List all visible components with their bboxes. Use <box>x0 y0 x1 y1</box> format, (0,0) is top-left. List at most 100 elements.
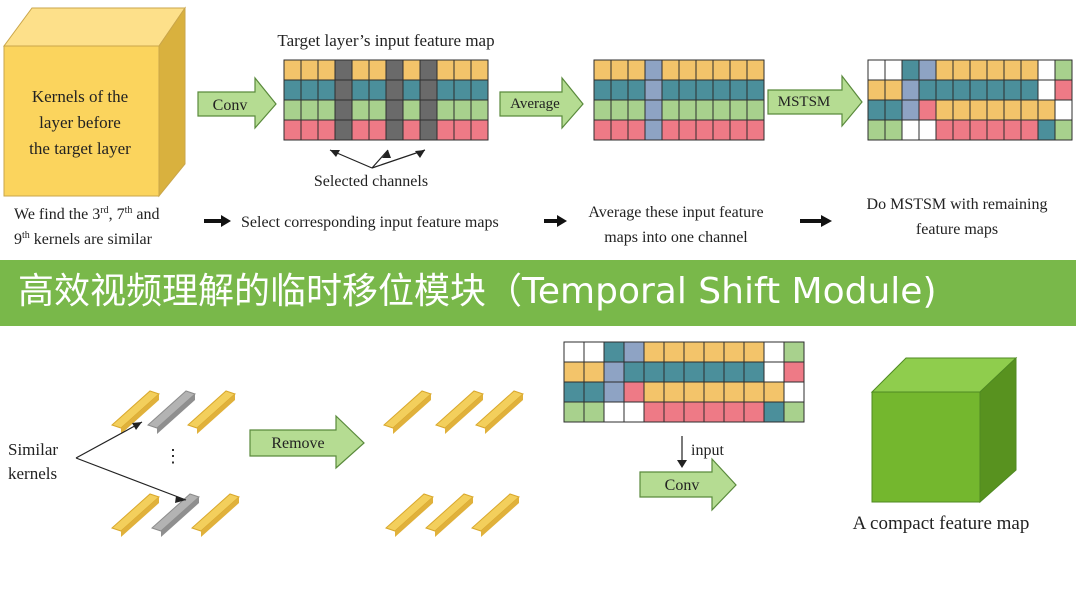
feature-cell <box>283 59 302 81</box>
feature-cell <box>678 99 697 121</box>
feature-cell <box>712 59 731 81</box>
feature-cell <box>334 79 353 101</box>
kernel-stick-side <box>395 497 433 537</box>
feature-cell <box>746 79 765 101</box>
feature-cell <box>470 59 489 81</box>
feature-cell <box>593 59 612 81</box>
feature-cell <box>703 361 725 383</box>
feature-cell <box>884 99 903 121</box>
feature-cell <box>1037 99 1056 121</box>
feature-cell <box>663 341 685 363</box>
kernel-stick-side <box>157 394 195 434</box>
feature-cell <box>783 341 805 363</box>
feature-cell <box>678 59 697 81</box>
feature-cell <box>763 381 785 403</box>
feature-cell <box>935 79 954 101</box>
feature-cell <box>723 341 745 363</box>
bottom-conv-arrow: Conv <box>639 457 737 512</box>
feature-cell <box>334 119 353 141</box>
feature-cell <box>661 59 680 81</box>
mstsm-arrow-shape <box>767 74 863 128</box>
feature-cell <box>986 79 1005 101</box>
feature-cell <box>918 59 937 81</box>
average-arrow: Average <box>499 76 584 130</box>
feature-cell <box>952 59 971 81</box>
title-banner: 高效视频理解的临时移位模块（Temporal Shift Module) <box>0 260 1076 326</box>
feature-cell <box>351 99 370 121</box>
feature-cell <box>712 99 731 121</box>
feature-cell <box>986 119 1005 141</box>
feature-cell <box>1020 99 1039 121</box>
feature-cell <box>935 99 954 121</box>
feature-cell <box>969 79 988 101</box>
feature-cell <box>583 401 605 423</box>
kernel-sticks-right <box>383 390 524 537</box>
feature-cell <box>385 119 404 141</box>
feature-cell <box>593 99 612 121</box>
feature-cell <box>678 79 697 101</box>
selected-arrow-mid <box>371 149 389 169</box>
caption-select-maps: Select corresponding input feature maps <box>241 214 499 231</box>
compact-feature-cube <box>870 356 1018 504</box>
feature-cell <box>1037 79 1056 101</box>
feature-cell <box>743 361 765 383</box>
feature-cell <box>763 361 785 383</box>
feature-cell <box>695 79 714 101</box>
feature-cell <box>986 99 1005 121</box>
similar-kernels-line-2: kernels <box>8 464 57 483</box>
feature-cell <box>729 99 748 121</box>
kernel-stick-side <box>121 497 159 537</box>
feature-cell <box>1054 79 1073 101</box>
feature-cell <box>901 99 920 121</box>
caption-arrow-3 <box>800 215 832 227</box>
kernels-cube: Kernels of the layer before the target l… <box>3 6 186 198</box>
feature-cell <box>1003 119 1022 141</box>
kernel-stick <box>475 390 524 429</box>
feature-cell <box>743 401 765 423</box>
feature-cell <box>368 59 387 81</box>
feature-cell <box>763 401 785 423</box>
feature-cell <box>368 99 387 121</box>
feature-cell <box>867 59 886 81</box>
selected-arrow-right <box>371 149 426 169</box>
feature-cell <box>1020 59 1039 81</box>
cube-label-line-2: layer before <box>39 113 121 132</box>
kernel-stick-side <box>481 497 519 537</box>
target-map-title: Target layer’s input feature map <box>277 31 494 50</box>
feature-cell <box>729 119 748 141</box>
feature-cell <box>610 79 629 101</box>
feature-cell <box>743 341 765 363</box>
feature-cell <box>743 381 765 403</box>
feature-cell <box>627 99 646 121</box>
feature-cell <box>723 361 745 383</box>
feature-cell <box>563 381 585 403</box>
feature-cell <box>436 119 455 141</box>
feature-cell <box>317 79 336 101</box>
feature-cell <box>695 59 714 81</box>
caption-arrow-1 <box>204 215 231 227</box>
feature-cell <box>663 401 685 423</box>
feature-cell <box>283 79 302 101</box>
kernel-stick <box>425 493 474 532</box>
feature-cell <box>385 99 404 121</box>
feature-cell <box>663 361 685 383</box>
feature-cell <box>470 119 489 141</box>
feature-cell <box>583 361 605 383</box>
feature-cell <box>563 361 585 383</box>
feature-cell <box>563 401 585 423</box>
feature-cell <box>1003 99 1022 121</box>
feature-cell <box>644 119 663 141</box>
caption-find-similar-line-2: 9th kernels are similar <box>14 230 153 248</box>
feature-cell <box>368 79 387 101</box>
arrowhead-right <box>415 150 425 158</box>
feature-cell <box>1054 119 1073 141</box>
feature-cell <box>712 79 731 101</box>
feature-cell <box>683 401 705 423</box>
feature-cell <box>334 99 353 121</box>
feature-cell <box>643 401 665 423</box>
feature-cell <box>663 381 685 403</box>
feature-cell <box>918 119 937 141</box>
feature-cell <box>283 99 302 121</box>
feature-cell <box>583 381 605 403</box>
